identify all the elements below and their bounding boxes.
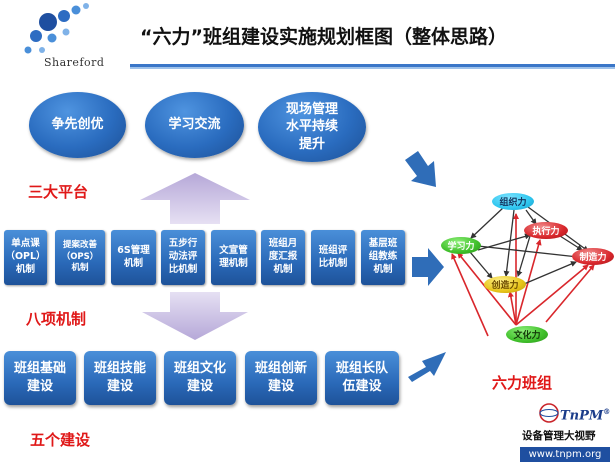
mechanism-line: 机制 bbox=[123, 257, 143, 269]
platform-site-management: 现场管理 水平持续 提升 bbox=[258, 92, 366, 162]
mechanism-line: 组教练 bbox=[368, 251, 398, 263]
mechanism-line: 机制 bbox=[71, 263, 89, 274]
building-innovation: 班组创新 建设 bbox=[245, 351, 317, 405]
mechanism-line: 文宣管 bbox=[219, 244, 248, 256]
force-node-label: 学习力 bbox=[447, 242, 475, 252]
mechanism-line: 动法评 bbox=[168, 251, 198, 263]
platform-label-line: 现场管理 bbox=[285, 101, 338, 117]
building-skills: 班组技能 建设 bbox=[84, 351, 156, 405]
building-line: 建设 bbox=[26, 379, 53, 394]
tnpm-url[interactable]: www.tnpm.org bbox=[520, 447, 610, 462]
force-node-label: 文化力 bbox=[513, 331, 541, 341]
mechanisms-label: 八项机制 bbox=[26, 310, 87, 328]
arrow-down-to-buildings bbox=[142, 292, 248, 340]
mechanism-line: 比机制 bbox=[168, 263, 198, 275]
mechanism-line: 6S管理 bbox=[117, 244, 150, 256]
platform-label-line: 提升 bbox=[298, 136, 325, 152]
building-line: 建设 bbox=[267, 379, 294, 394]
force-node-organization: 组织力 bbox=[492, 193, 534, 210]
arrow-mechanisms-to-forces bbox=[412, 248, 444, 286]
mechanism-opl: 单点课 （OPL） 机制 bbox=[4, 230, 47, 285]
page-title: “六力”班组建设实施规划框图（整体思路） bbox=[140, 26, 507, 48]
building-line: 班组文化 bbox=[173, 360, 226, 376]
building-line: 班组技能 bbox=[93, 360, 146, 376]
logo-dots bbox=[24, 3, 89, 54]
arrow-platforms-to-forces bbox=[405, 151, 436, 187]
mechanism-line: 单点课 bbox=[11, 238, 40, 250]
mechanism-ops: 提案改善 （OPS） 机制 bbox=[55, 230, 105, 285]
force-node-execution: 执行力 bbox=[524, 222, 568, 239]
mechanism-line: 机制 bbox=[15, 263, 35, 275]
arrow-up-to-platforms bbox=[140, 173, 250, 224]
force-node-culture: 文化力 bbox=[506, 326, 548, 343]
building-line: 班组基础 bbox=[13, 360, 66, 376]
platform-learning-exchange: 学习交流 bbox=[145, 92, 244, 158]
mechanism-line: 班组月 bbox=[268, 238, 298, 250]
mechanism-line: 基层班 bbox=[368, 238, 398, 250]
building-line: 班组创新 bbox=[254, 360, 307, 376]
platform-label-line: 水平持续 bbox=[285, 119, 338, 135]
building-line: 班组长队 bbox=[335, 360, 388, 376]
mechanism-line: （OPS） bbox=[61, 251, 99, 262]
platform-compete-excel: 争先创优 bbox=[29, 92, 126, 158]
building-leader-team: 班组长队 伍建设 bbox=[325, 351, 399, 405]
mechanism-line: 机制 bbox=[373, 263, 393, 275]
mechanism-five-step: 五步行 动法评 比机制 bbox=[161, 230, 205, 285]
force-node-label: 创造力 bbox=[491, 281, 519, 291]
mechanism-line: 比机制 bbox=[318, 257, 348, 269]
mechanism-line: 提案改善 bbox=[62, 240, 97, 251]
force-node-label: 组织力 bbox=[499, 198, 527, 208]
mechanism-line: （OPL） bbox=[5, 251, 46, 263]
platform-label: 争先创优 bbox=[51, 117, 104, 133]
mechanism-6s: 6S管理 机制 bbox=[111, 230, 156, 285]
platform-label: 学习交流 bbox=[168, 117, 221, 133]
building-line: 建设 bbox=[186, 379, 213, 394]
mechanism-coach: 基层班 组教练 机制 bbox=[361, 230, 405, 285]
arrow-buildings-to-forces bbox=[408, 352, 446, 382]
mechanism-line: 度汇报 bbox=[268, 251, 298, 263]
tnpm-brand-text: TnPM bbox=[560, 408, 604, 424]
tnpm-slogan: 设备管理大视野 bbox=[522, 430, 596, 442]
building-culture: 班组文化 建设 bbox=[164, 351, 236, 405]
mechanism-publicity: 文宣管 理机制 bbox=[211, 230, 256, 285]
mechanism-team-evaluation: 班组评 比机制 bbox=[311, 230, 355, 285]
building-foundation: 班组基础 建设 bbox=[4, 351, 76, 405]
mechanism-line: 班组评 bbox=[318, 244, 348, 256]
mechanism-line: 五步行 bbox=[168, 238, 198, 250]
force-node-manufacturing: 制造力 bbox=[572, 248, 614, 265]
building-line: 建设 bbox=[106, 379, 133, 394]
buildings-label: 五个建设 bbox=[30, 431, 91, 449]
six-forces-label: 六力班组 bbox=[492, 374, 553, 392]
mechanism-line: 机制 bbox=[273, 263, 293, 275]
tnpm-brand: TnPM® bbox=[560, 407, 611, 424]
tnpm-globe-icon bbox=[539, 403, 559, 423]
title-underline bbox=[130, 64, 615, 69]
force-node-creativity: 创造力 bbox=[484, 276, 526, 293]
building-line: 伍建设 bbox=[342, 379, 382, 394]
six-forces-network bbox=[451, 206, 595, 337]
mechanism-line: 理机制 bbox=[219, 257, 248, 269]
logo-text: Shareford bbox=[44, 56, 105, 69]
force-node-label: 执行力 bbox=[532, 227, 560, 237]
company-logo bbox=[24, 3, 89, 54]
platforms-label: 三大平台 bbox=[28, 183, 89, 201]
force-node-learning: 学习力 bbox=[441, 237, 481, 254]
force-node-label: 制造力 bbox=[579, 253, 607, 263]
mechanism-monthly-report: 班组月 度汇报 机制 bbox=[261, 230, 305, 285]
